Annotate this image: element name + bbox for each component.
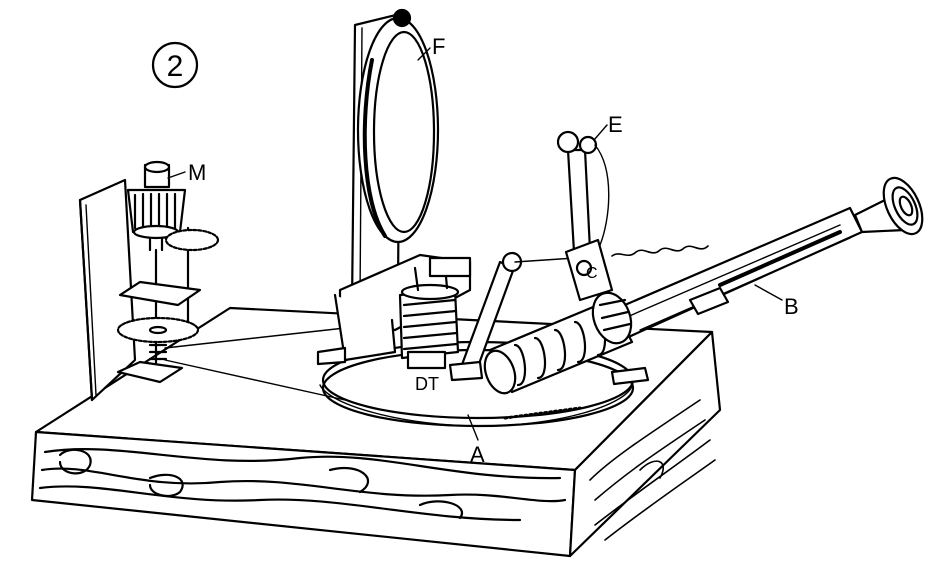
horn xyxy=(853,176,924,236)
pivot-bracket xyxy=(564,238,709,302)
label-b: B xyxy=(784,294,799,319)
tonearm-stand xyxy=(556,130,610,254)
drive-belt xyxy=(164,327,346,401)
label-dt: DT xyxy=(415,374,439,394)
electromagnet xyxy=(316,253,472,370)
label-c: C xyxy=(586,265,598,282)
motor-upright-board xyxy=(78,178,137,402)
scanning-disc xyxy=(356,8,440,244)
label-m: M xyxy=(188,160,206,185)
tone-tube xyxy=(588,206,864,350)
turntable-clip xyxy=(610,366,650,386)
figure-number: 2 xyxy=(167,50,184,83)
figure-number-circle xyxy=(151,41,199,89)
leader-lines xyxy=(167,47,783,441)
label-e: E xyxy=(608,112,623,137)
coil-spring xyxy=(483,291,634,395)
pivot-arm xyxy=(448,251,576,382)
motor xyxy=(126,160,187,252)
gear-train xyxy=(116,226,220,384)
label-f: F xyxy=(432,34,445,59)
label-a: A xyxy=(470,442,485,467)
